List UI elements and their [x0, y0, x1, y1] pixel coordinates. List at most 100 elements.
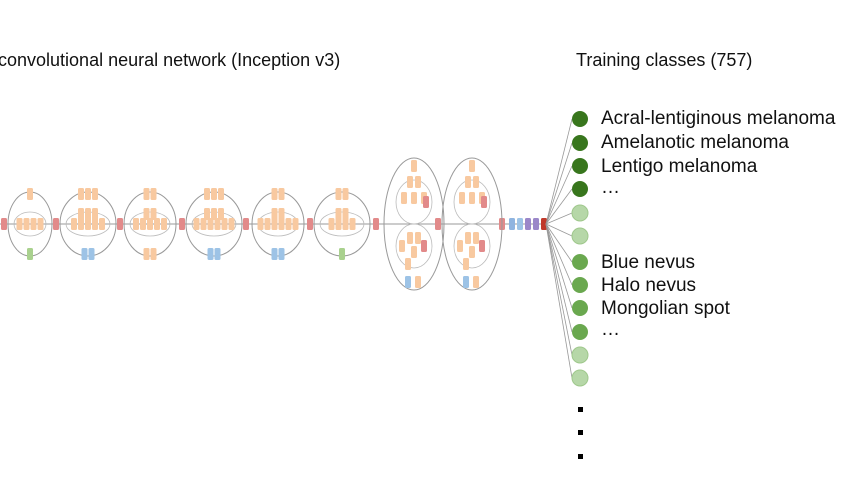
inception-module-5-top-1 [342, 188, 349, 200]
inception-module-0-middle-3 [37, 218, 44, 230]
inception-module-1-top-2 [92, 188, 98, 200]
large-module-1-block-8 [465, 232, 471, 244]
large-module-1-block-7 [457, 240, 463, 252]
large-module-1-bottom-a [463, 276, 469, 288]
inception-module-1-middle-4 [99, 218, 105, 230]
large-module-0-outline [383, 157, 445, 291]
pool-block-3 [179, 218, 185, 230]
large-module-1-outline [441, 157, 503, 291]
inception-module-4-middle-3 [278, 218, 285, 230]
large-module-0-block-0 [411, 160, 417, 172]
large-module-0-block-8 [407, 232, 413, 244]
class-label-amelanotic: Amelanotic melanoma [601, 132, 789, 153]
inception-module-3-bottom-1 [214, 248, 221, 260]
class-node-4 [571, 204, 589, 222]
large-module-1-block-1 [465, 176, 471, 188]
inception-module-1-top-0 [78, 188, 84, 200]
inception-module-5-middle-2 [342, 218, 349, 230]
inception-module-5-middle-0 [328, 218, 335, 230]
large-module-1-lower-ring [453, 223, 491, 269]
network-title: convolutional neural network (Inception … [0, 50, 341, 70]
large-module-1-block-6 [481, 196, 487, 208]
inception-module-3-upper-1 [211, 208, 217, 220]
inception-module-3-upper-0 [204, 208, 210, 220]
large-module-0-block-11 [411, 246, 417, 258]
inception-module-2-upper-0 [143, 208, 150, 220]
pool-block-0 [1, 218, 7, 230]
class-node-10 [571, 346, 589, 364]
inception-module-1-top-1 [85, 188, 91, 200]
inception-module-1-middle-0 [71, 218, 77, 230]
large-module-0-block-4 [411, 192, 417, 204]
class-label-acral: Acral-lentiginous melanoma [601, 108, 836, 129]
inception-module-4-middle-4 [285, 218, 292, 230]
inception-module-3-middle-3 [214, 218, 221, 230]
inception-module-4-bottom-1 [278, 248, 285, 260]
large-module-0-block-1 [407, 176, 413, 188]
large-module-1-block-12 [463, 258, 469, 270]
inception-module-3-upper-2 [218, 208, 224, 220]
class-label-mongolian-spot: Mongolian spot [601, 298, 730, 319]
large-module-0-block-7 [399, 240, 405, 252]
inception-module-2-middle-3 [154, 218, 160, 230]
fc-block [525, 218, 531, 230]
class-label-halo-nevus: Halo nevus [601, 275, 697, 296]
inception-module-5-upper-1 [342, 208, 349, 220]
class-node-2 [572, 158, 588, 174]
inception-module-2-upper-1 [150, 208, 157, 220]
inception-module-3-middle-1 [200, 218, 207, 230]
large-module-0-block-9 [415, 232, 421, 244]
inception-module-4-middle-0 [257, 218, 264, 230]
large-module-0-block-2 [415, 176, 421, 188]
inception-module-1-bottom-0 [81, 248, 88, 260]
inception-module-0-middle-2 [30, 218, 37, 230]
softmax-edge-4 [545, 212, 573, 225]
inception-module-4-middle-2 [271, 218, 278, 230]
softmax-edge-9 [545, 223, 573, 333]
inception-module-3-top-0 [204, 188, 210, 200]
pool-block-7 [435, 218, 441, 230]
large-module-0-block-12 [405, 258, 411, 270]
softmax-edge-0 [545, 118, 573, 225]
large-module-0-bottom-b [415, 276, 421, 288]
pool-block-6 [373, 218, 379, 230]
class-node-8 [572, 300, 588, 316]
softmax-edge-1 [545, 142, 573, 225]
inception-module-4-middle-5 [292, 218, 299, 230]
inception-module-5-bottom-0 [339, 248, 345, 260]
inception-module-5-inner [319, 211, 365, 237]
large-module-1-block-2 [473, 176, 479, 188]
avgpool-block [517, 218, 523, 230]
inception-module-2-inner [129, 211, 171, 237]
inception-module-0-middle-1 [23, 218, 30, 230]
inception-module-1-upper-1 [85, 208, 91, 220]
more-classes-dot-2 [578, 454, 583, 459]
softmax-edge-8 [545, 223, 573, 309]
inception-module-2-top-0 [143, 188, 150, 200]
inception-module-5-upper-0 [335, 208, 342, 220]
inception-module-4-outline [251, 191, 305, 257]
inception-module-4-upper-1 [278, 208, 285, 220]
inception-module-5-middle-3 [349, 218, 356, 230]
inception-module-2-top-1 [150, 188, 157, 200]
large-module-0-block-3 [401, 192, 407, 204]
class-node-5 [571, 227, 589, 245]
class-label-ellipsis-1: … [601, 177, 620, 198]
pool-block-4 [243, 218, 249, 230]
more-classes-dot-0 [578, 407, 583, 412]
class-node-6 [572, 254, 588, 270]
class-node-11 [571, 369, 589, 387]
inception-module-5-middle-1 [335, 218, 342, 230]
large-module-1-block-10 [479, 240, 485, 252]
softmax-edge-3 [545, 188, 573, 225]
softmax-edge-10 [545, 223, 573, 356]
class-label-lentigo: Lentigo melanoma [601, 156, 758, 177]
inception-module-4-upper-0 [271, 208, 278, 220]
inception-module-0-inner [13, 211, 47, 237]
inception-module-4-top-1 [278, 188, 285, 200]
inception-module-2-middle-0 [133, 218, 139, 230]
inception-module-1-bottom-1 [88, 248, 95, 260]
softmax-block [541, 218, 547, 230]
